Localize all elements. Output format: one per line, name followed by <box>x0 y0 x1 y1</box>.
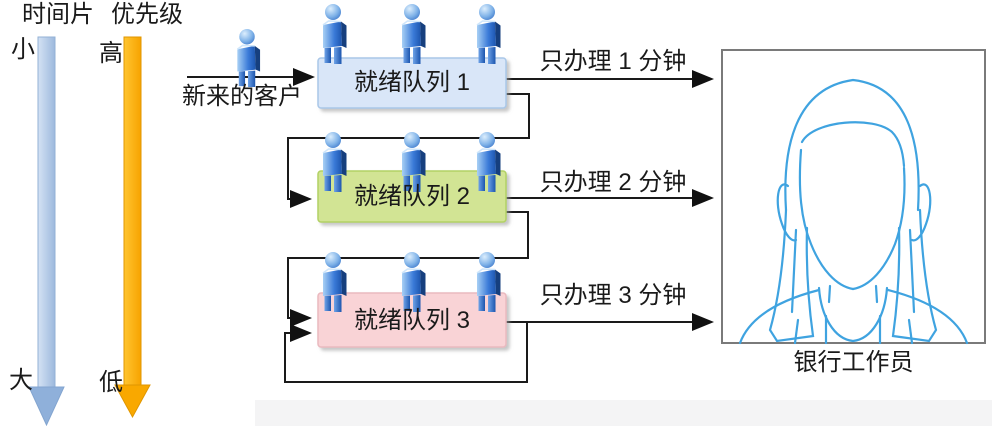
time-slice-arrow <box>28 36 65 426</box>
queue-1-label: 就绪队列 1 <box>353 69 470 96</box>
priority-high-label: 高 <box>99 40 123 67</box>
person-icon <box>401 3 427 65</box>
incoming-customer-label: 新来的客户 <box>182 83 302 110</box>
worker-portrait-icon <box>738 78 969 345</box>
person-icon <box>236 28 261 88</box>
worker-label: 银行工作员 <box>793 349 914 376</box>
queue-2-label: 就绪队列 2 <box>353 183 470 210</box>
person-icon <box>322 3 348 65</box>
service-time-3-label: 只办理 3 分钟 <box>539 282 687 309</box>
priority-label: 优先级 <box>111 1 183 28</box>
time-slice-large-label: 大 <box>9 367 33 394</box>
self-loop-arrow-3 <box>284 322 528 383</box>
priority-low-label: 低 <box>99 369 123 396</box>
priority-arrow <box>114 36 151 419</box>
queue-1-box <box>317 57 507 109</box>
queue-3-label: 就绪队列 3 <box>353 307 470 334</box>
background-strip <box>255 400 992 426</box>
worker-box <box>721 49 986 344</box>
time-slice-small-label: 小 <box>11 36 35 63</box>
service-time-2-label: 只办理 2 分钟 <box>539 169 687 196</box>
person-icon <box>476 3 502 65</box>
time-slice-label: 时间片 <box>22 1 94 28</box>
service-time-1-label: 只办理 1 分钟 <box>539 48 687 75</box>
